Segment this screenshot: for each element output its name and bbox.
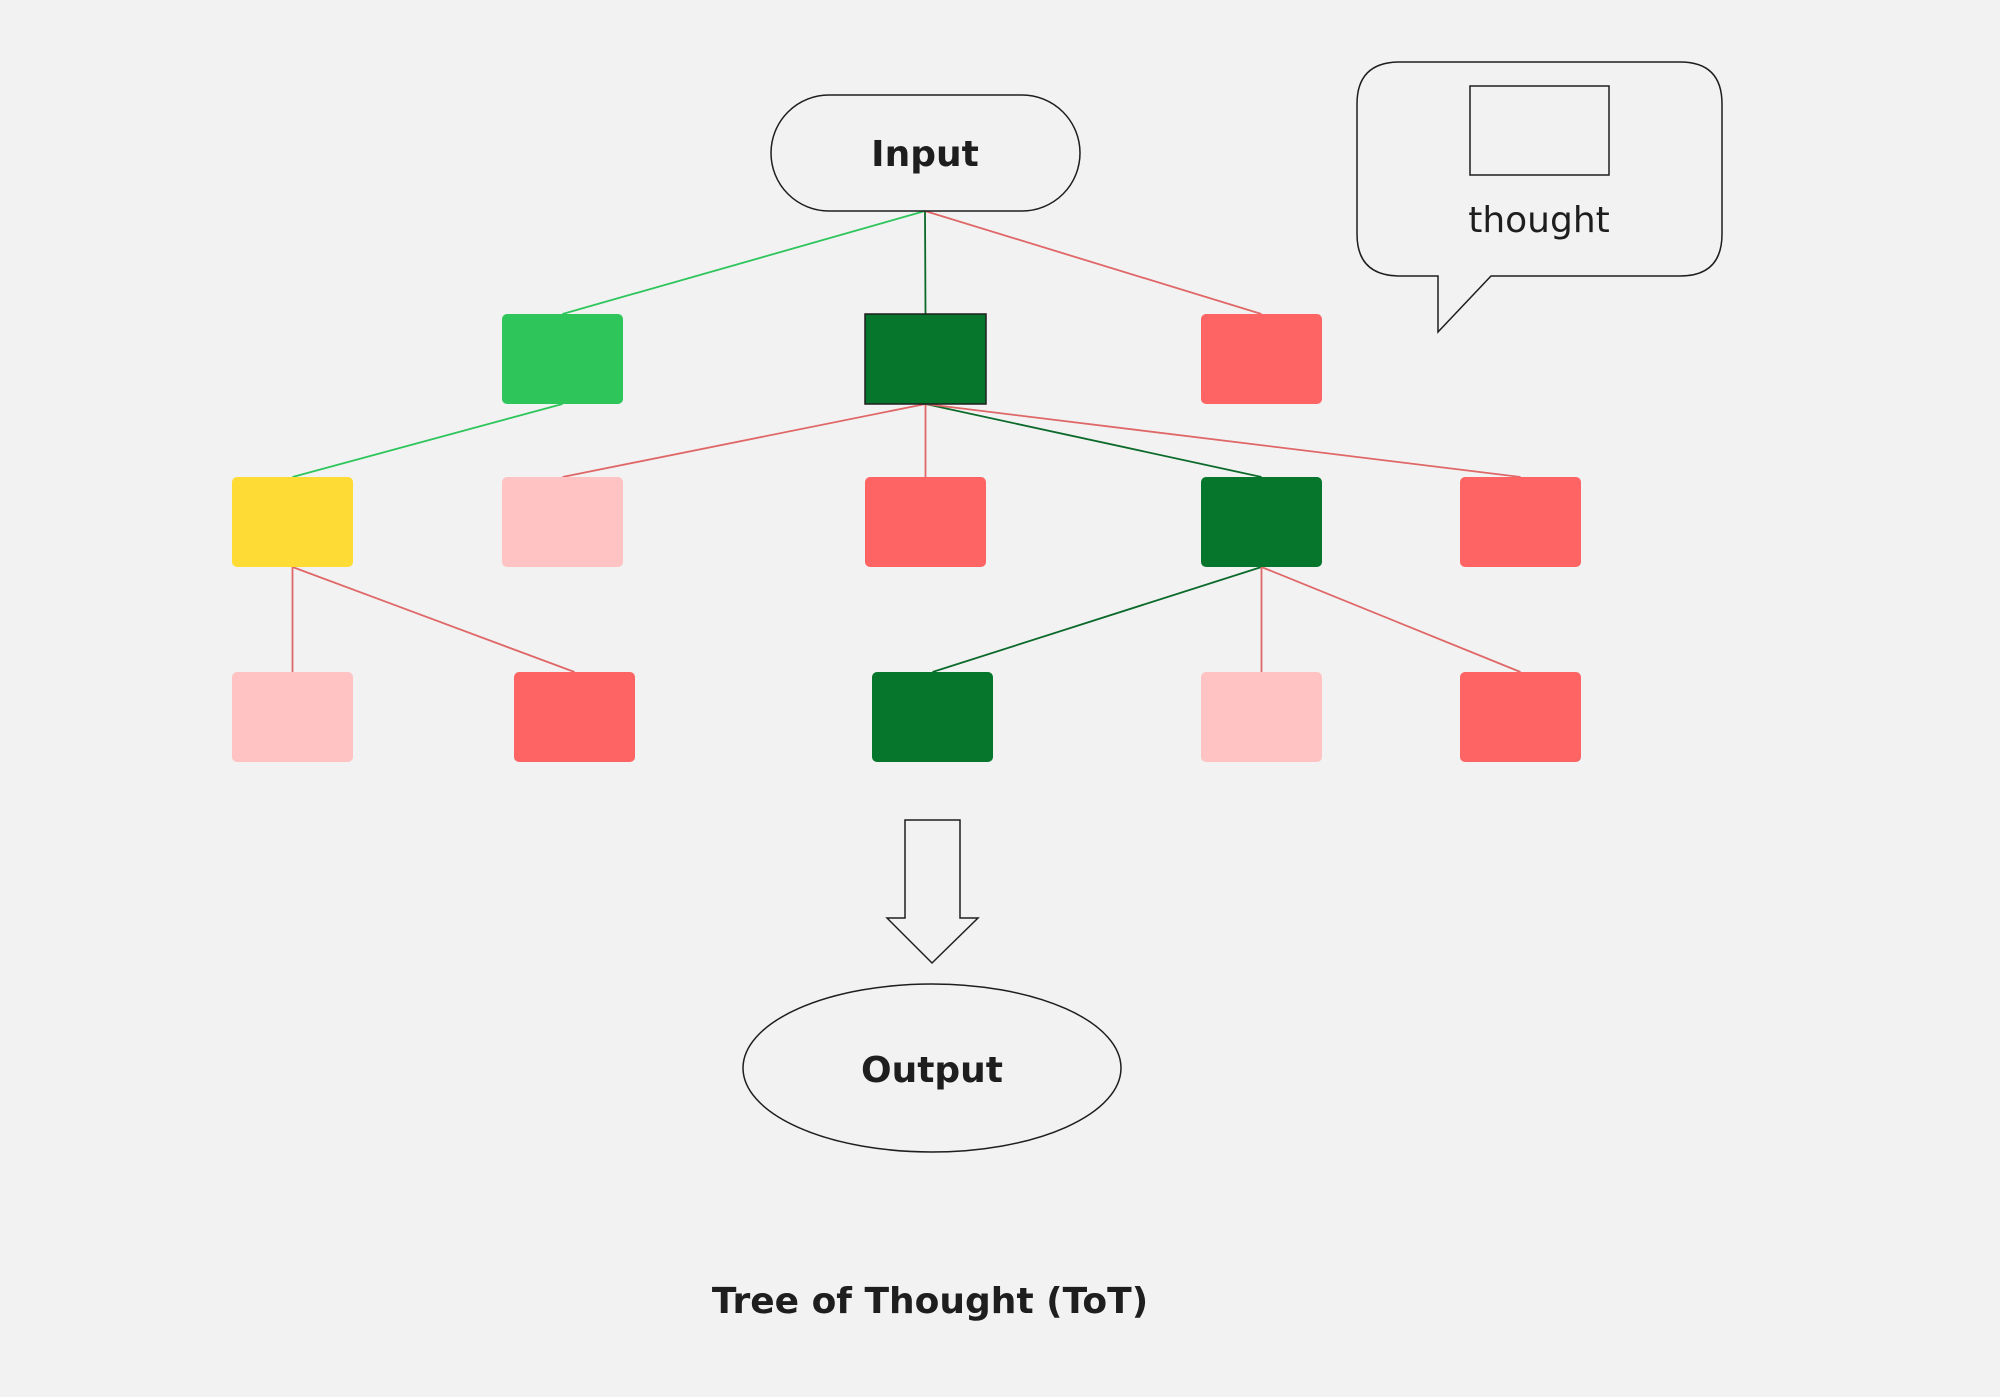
thought-node-l3-a[interactable] xyxy=(232,672,353,762)
thought-node-l1-a[interactable] xyxy=(502,314,623,404)
thought-node-l2-b[interactable] xyxy=(502,477,623,567)
thought-node-l1-c[interactable] xyxy=(1201,314,1322,404)
edge-l1-a-to-l2-a xyxy=(292,403,563,478)
legend-bubble-shape xyxy=(1356,61,1723,334)
thought-node-l1-b[interactable] xyxy=(864,313,987,405)
down-arrow xyxy=(885,819,980,965)
legend-bubble: thought xyxy=(1356,61,1723,334)
legend-thought-label: thought xyxy=(1468,200,1610,241)
output-node-label: Output xyxy=(861,1050,1003,1091)
thought-node-l2-e[interactable] xyxy=(1460,477,1581,567)
thought-node-l3-b[interactable] xyxy=(514,672,635,762)
input-node-label: Input xyxy=(871,134,979,175)
edge-l2-d-to-l3-c xyxy=(932,566,1262,673)
edge-l1-b-to-l2-d xyxy=(925,403,1262,478)
edge-l2-a-to-l3-b xyxy=(292,566,575,673)
input-node[interactable]: Input xyxy=(770,94,1081,212)
output-node[interactable]: Output xyxy=(742,983,1122,1153)
edge-input-to-l1-a xyxy=(562,210,926,315)
diagram-title: Tree of Thought (ToT) xyxy=(712,1281,1148,1322)
edge-l2-d-to-l3-e xyxy=(1261,566,1521,673)
output-node-shape xyxy=(742,983,1122,1153)
thought-node-l2-d[interactable] xyxy=(1201,477,1322,567)
edge-input-to-l1-c xyxy=(924,210,1262,315)
thought-node-l2-a[interactable] xyxy=(232,477,353,567)
legend-thought-box xyxy=(1469,85,1610,176)
thought-node-l2-c[interactable] xyxy=(865,477,986,567)
thought-node-l3-c[interactable] xyxy=(872,672,993,762)
thought-node-l3-e[interactable] xyxy=(1460,672,1581,762)
edge-l1-b-to-l2-b xyxy=(562,403,926,478)
thought-node-l3-d[interactable] xyxy=(1201,672,1322,762)
edge-l1-b-to-l2-e xyxy=(925,403,1521,478)
thought-nodes-group xyxy=(232,313,1581,762)
edges-group xyxy=(291,210,1521,673)
input-node-shape xyxy=(770,94,1081,212)
edge-input-to-l1-b xyxy=(924,210,927,315)
